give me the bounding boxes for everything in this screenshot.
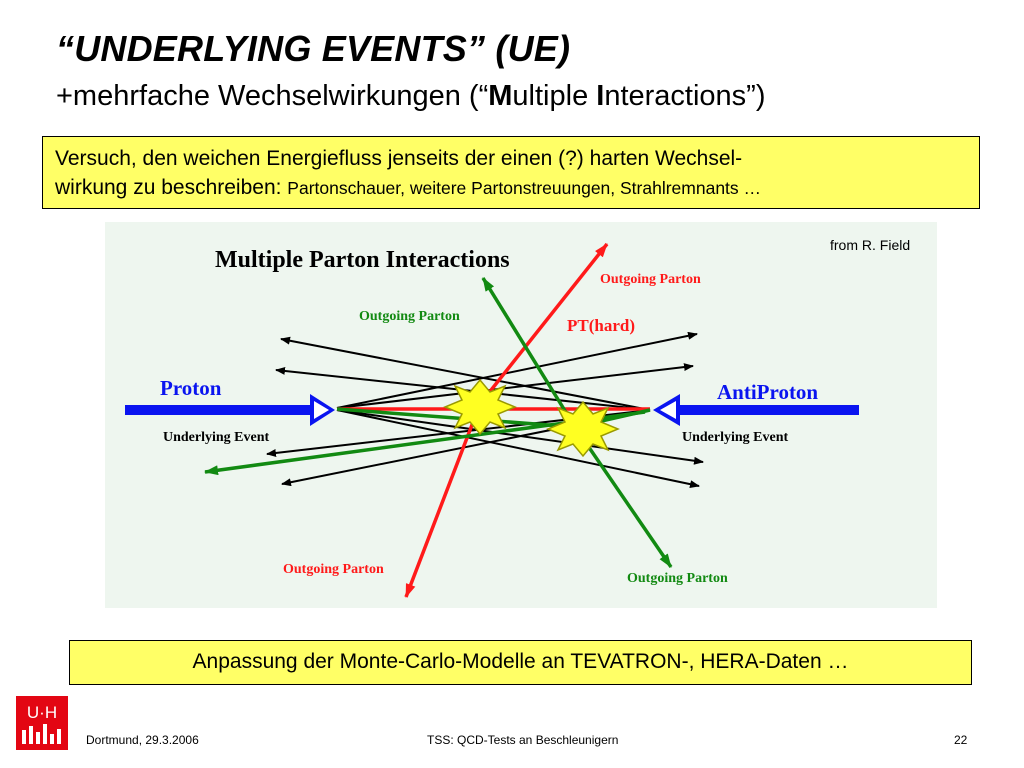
- label-outgoing-red-bottom: Outgoing Parton: [283, 562, 384, 577]
- label-outgoing-red-top: Outgoing Parton: [600, 272, 701, 287]
- label-proton: Proton: [160, 376, 222, 400]
- label-underlying-event-left: Underlying Event: [163, 430, 270, 445]
- slide-subtitle: +mehrfache Wechselwirkungen (“Multiple I…: [56, 80, 765, 113]
- label-pt-hard: PT(hard): [567, 316, 635, 335]
- subtitle-m-letter: M: [488, 80, 513, 112]
- footer-date: Dortmund, 29.3.2006: [86, 733, 199, 747]
- subtitle-part3: nteractions”): [604, 80, 766, 112]
- diagram-title: Multiple Parton Interactions: [215, 247, 510, 273]
- second-collision-star: [546, 400, 620, 458]
- label-outgoing-green-bottom: Outgoing Parton: [627, 571, 728, 586]
- antiproton-beam: [653, 394, 859, 426]
- subtitle-part1: +mehrfache Wechselwirkungen (“: [56, 80, 489, 112]
- footer-title: TSS: QCD-Tests an Beschleunigern: [427, 733, 619, 747]
- subtitle-part2: ultiple: [512, 80, 597, 112]
- description-line2-small: Partonschauer, weitere Partonstreuungen,…: [287, 178, 762, 198]
- hard-collision-star: [443, 378, 517, 436]
- label-antiproton: AntiProton: [717, 380, 818, 404]
- diagram-credit: from R. Field: [830, 237, 910, 253]
- university-logo: U·H: [16, 696, 68, 750]
- logo-text: U·H: [27, 703, 57, 722]
- label-underlying-event-right: Underlying Event: [682, 430, 789, 445]
- description-line1: Versuch, den weichen Energiefluss jensei…: [55, 147, 743, 170]
- subtitle-i-letter: I: [596, 80, 605, 112]
- description-line2: wirkung zu beschreiben: Partonschauer, w…: [55, 173, 967, 203]
- conclusion-box: Anpassung der Monte-Carlo-Modelle an TEV…: [69, 640, 972, 685]
- label-outgoing-green-top: Outgoing Parton: [359, 309, 460, 324]
- description-box: Versuch, den weichen Energiefluss jensei…: [42, 136, 980, 209]
- description-line2-main: wirkung zu beschreiben:: [55, 176, 288, 199]
- proton-beam: [125, 394, 335, 426]
- slide-title: “UNDERLYING EVENTS” (UE): [56, 28, 571, 69]
- parton-interactions-diagram: Multiple Parton Interactions from R. Fie…: [105, 222, 937, 608]
- footer-page-number: 22: [954, 733, 968, 747]
